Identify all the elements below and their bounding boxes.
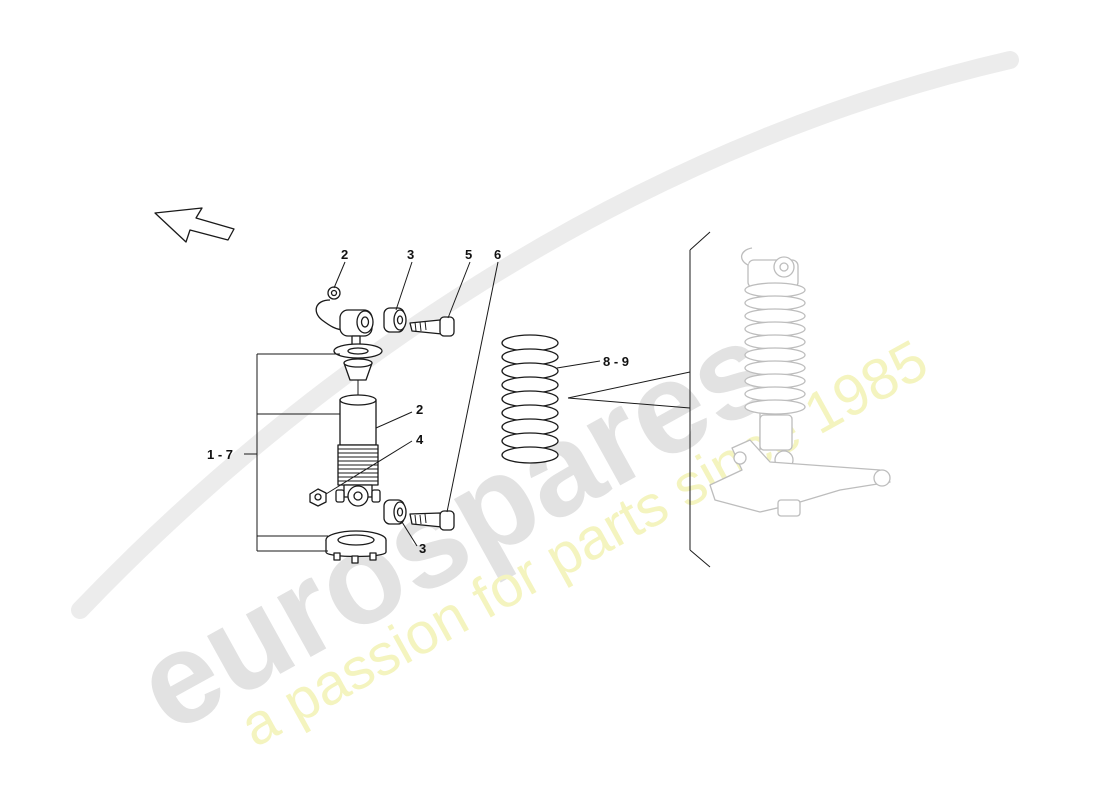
coil-spring-part (501, 334, 559, 464)
damper-thread (337, 444, 379, 486)
reference-lines (567, 231, 711, 568)
arrow-up-left-icon (154, 207, 235, 243)
callout-mid-4: 4 (416, 432, 424, 447)
callout-range-1-7: 1 - 7 (207, 447, 233, 462)
callout-mid-2: 2 (416, 402, 423, 417)
nut-part (309, 488, 327, 507)
leader-lines (244, 261, 601, 552)
damper-body-part (335, 394, 381, 507)
lower-bolt-part (409, 510, 455, 531)
upper-bolt-part (409, 316, 455, 337)
callout-top-5: 5 (465, 247, 472, 262)
watermark-brand: eurospares (113, 292, 797, 760)
lower-bushing-part (383, 499, 407, 525)
upper-bushing-part (383, 307, 407, 333)
callout-top-2: 2 (341, 247, 348, 262)
top-mount-part (333, 343, 383, 398)
adjuster-ring-part (325, 530, 387, 564)
watermark-swoosh (71, 51, 1019, 619)
callout-top-6: 6 (494, 247, 501, 262)
upper-eyelet-part (315, 286, 374, 347)
callout-labels: 2 3 5 6 1 - 7 2 4 8 - 9 3 (207, 247, 629, 556)
callout-bottom-3: 3 (419, 541, 426, 556)
callout-spring-8-9: 8 - 9 (603, 354, 629, 369)
callout-top-3: 3 (407, 247, 414, 262)
ghost-coil (744, 282, 806, 415)
assembled-suspension-illustration (709, 247, 891, 517)
